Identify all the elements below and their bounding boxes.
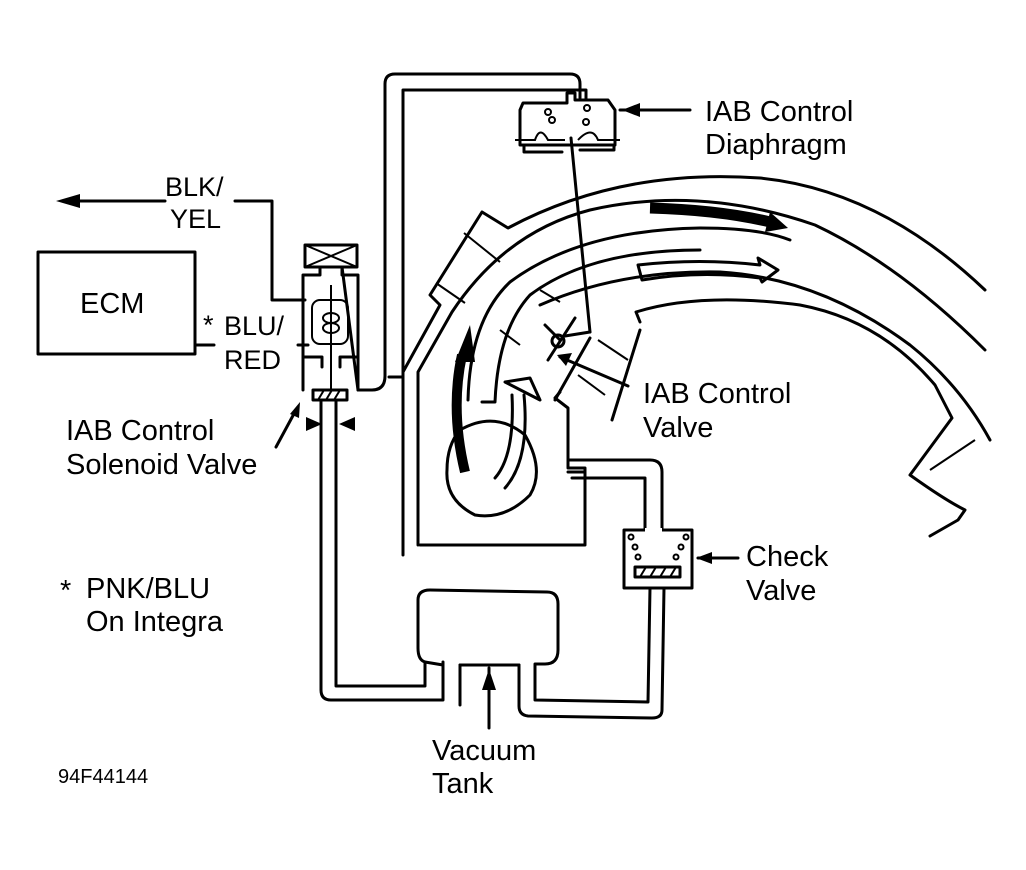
ecm-label: ECM (80, 288, 144, 320)
callout-arrow-icon (696, 552, 712, 564)
solenoid-valve-label-1: IAB Control (66, 415, 214, 447)
flow-arrow-up-icon (455, 325, 475, 362)
wire-label-yel: YEL (170, 204, 221, 234)
iab-control-valve: IAB Control Valve (543, 316, 791, 444)
solenoid-valve (301, 243, 360, 431)
callout-arrow-icon (482, 669, 496, 690)
ecm-box: ECM (36, 250, 197, 356)
check-valve-label-1: Check (746, 541, 829, 573)
flow-pointer-icon (306, 417, 322, 431)
callout-arrow-icon (622, 103, 640, 117)
hose-solenoid-to-diaphragm (356, 72, 588, 392)
hose-solenoid-to-tank (319, 398, 445, 702)
wire-label-blk: BLK/ (165, 172, 224, 202)
vacuum-tank-label-2: Tank (432, 768, 494, 800)
figure-id: 94F44144 (58, 766, 148, 788)
vacuum-tank: Vacuum Tank (416, 588, 560, 800)
control-valve-label-2: Valve (643, 412, 713, 444)
diaphragm-rod (569, 136, 592, 334)
intake-manifold (401, 175, 992, 557)
footnote-line-1: PNK/BLU (86, 573, 210, 605)
footnote: * PNK/BLU On Integra (60, 573, 224, 638)
footnote-asterisk: * (60, 575, 71, 607)
flow-arrow-hollow-right-icon (636, 256, 780, 284)
iab-control-diaphragm: IAB Control Diaphragm (515, 91, 853, 334)
check-valve-label-2: Valve (746, 575, 816, 607)
callout-arrow-icon (557, 353, 572, 366)
solenoid-valve-label-2: Solenoid Valve (66, 449, 257, 481)
vacuum-tank-label-1: Vacuum (432, 735, 536, 767)
wire-label-blu: BLU/ (224, 311, 285, 341)
flow-arrow-hollow-icon (503, 376, 542, 402)
flow-arrows (451, 202, 788, 490)
plenum-chamber (445, 419, 538, 518)
wire-label-red: RED (224, 345, 281, 375)
solenoid-valve-callout: IAB Control Solenoid Valve (66, 402, 300, 481)
wire-arrow-left-icon (56, 194, 80, 208)
control-valve-label-1: IAB Control (643, 378, 791, 410)
check-valve: Check Valve (622, 528, 829, 607)
hose-check-valve-to-tank (517, 586, 666, 720)
flow-arrow-right-icon (765, 212, 788, 232)
hose-manifold-to-check-valve (566, 458, 664, 532)
callout-arrow-icon (290, 402, 300, 418)
diaphragm-label-1: IAB Control (705, 96, 853, 128)
wire-blk-yel: BLK/ YEL (56, 172, 307, 302)
wire-blu-red: * BLU/ RED (193, 310, 310, 375)
diaphragm-label-2: Diaphragm (705, 129, 847, 161)
wire-asterisk: * (203, 310, 214, 340)
footnote-line-2: On Integra (86, 606, 224, 638)
